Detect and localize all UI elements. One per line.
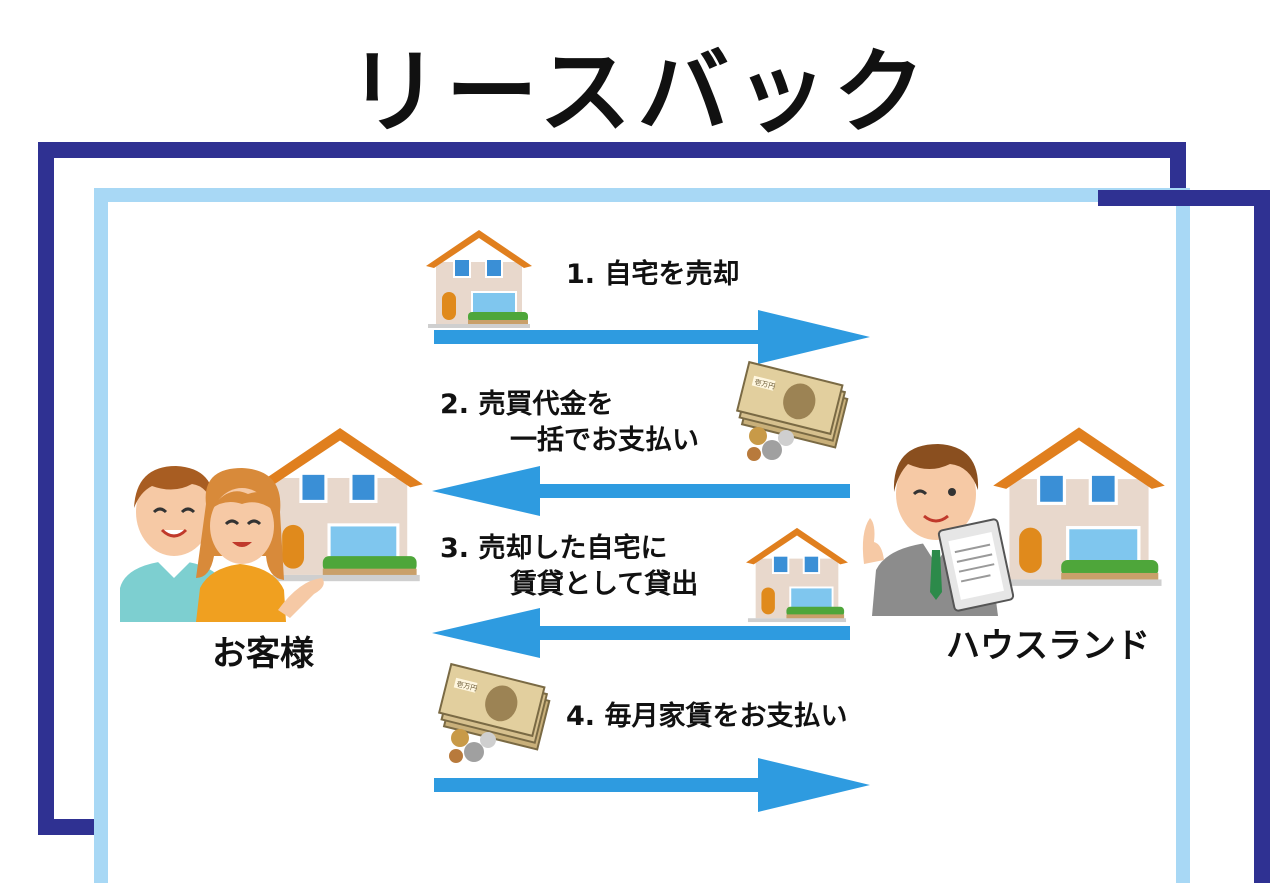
step-3-label-line1: 3. 売却した自宅に bbox=[440, 533, 668, 564]
step-1-label: 1. 自宅を売却 bbox=[566, 259, 740, 290]
step-2-label-line2: 一括でお支払い bbox=[510, 425, 699, 456]
house-icon bbox=[746, 527, 848, 623]
step-4-label: 4. 毎月家賃をお支払い bbox=[566, 701, 848, 732]
inner-frame-light bbox=[94, 188, 1190, 883]
arrow-sell-right bbox=[434, 310, 870, 364]
arrow-rent-pay-right bbox=[434, 758, 870, 812]
money-icon: 壱万円 bbox=[437, 662, 551, 763]
company-staff-illustration bbox=[862, 444, 1015, 616]
arrow-payment-left bbox=[432, 466, 850, 516]
house-icon bbox=[426, 230, 532, 328]
step-2-label-line1: 2. 売買代金を bbox=[440, 389, 614, 420]
step-3-label-line2: 賃貸として貸出 bbox=[510, 569, 699, 600]
house-icon bbox=[257, 427, 423, 582]
customer-couple-illustration bbox=[120, 466, 324, 622]
money-icon: 壱万円 bbox=[735, 360, 849, 461]
customer-label: お客様 bbox=[212, 634, 314, 674]
arrow-rent-out-left bbox=[432, 608, 850, 658]
house-icon bbox=[993, 427, 1165, 586]
company-label: ハウスランド bbox=[946, 626, 1150, 666]
page-title: リースバック bbox=[347, 39, 932, 146]
outer-frame-dark-right bbox=[1098, 190, 1270, 883]
